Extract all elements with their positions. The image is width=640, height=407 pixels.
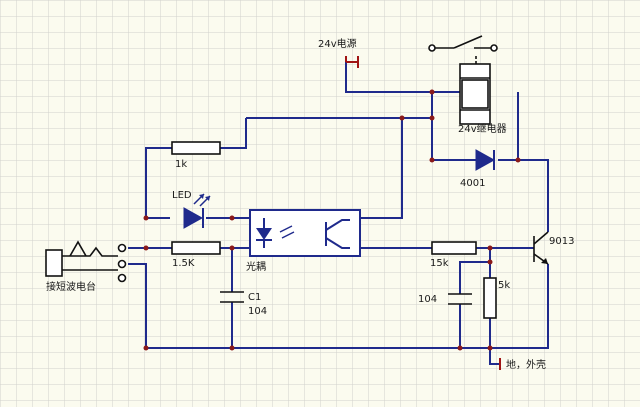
resistor-15k-label: 15k <box>430 258 449 269</box>
capacitor-104: 104 <box>418 293 472 305</box>
relay: 24v继电器 <box>428 35 507 135</box>
relay-label: 24v继电器 <box>458 122 507 135</box>
capacitor-c1: C1 104 <box>220 291 267 317</box>
optocoupler: 光耦 <box>246 209 361 273</box>
resistor-15k: 15k <box>430 241 477 269</box>
resistor-5k: 5k <box>483 277 510 319</box>
resistor-1-5k-label: 1.5K <box>172 258 195 269</box>
input-jack: 接短波电台 <box>45 240 127 293</box>
power-supply-symbol: 24v电源 <box>318 37 359 68</box>
resistor-1k: 1k <box>171 141 221 170</box>
resistor-5k-label: 5k <box>498 280 510 291</box>
resistor-1k-label: 1k <box>175 159 187 170</box>
transistor-label: 9013 <box>549 236 574 247</box>
junction-nodes <box>143 89 521 351</box>
led: LED <box>172 190 211 229</box>
input-label: 接短波电台 <box>46 280 96 293</box>
ground-label: 地，外壳 <box>506 358 546 371</box>
power-label: 24v电源 <box>318 37 357 50</box>
c1-value: 104 <box>248 306 267 317</box>
c1-label: C1 <box>248 292 261 303</box>
cap-104-label: 104 <box>418 294 437 305</box>
diode-label: 4001 <box>460 178 485 189</box>
transistor-9013: 9013 <box>533 231 574 265</box>
resistor-1-5k: 1.5K <box>171 241 221 269</box>
led-label: LED <box>172 190 192 201</box>
optocoupler-label: 光耦 <box>246 260 266 273</box>
diode-4001: 4001 <box>460 149 496 189</box>
ground-symbol: 地，外壳 <box>499 358 546 371</box>
